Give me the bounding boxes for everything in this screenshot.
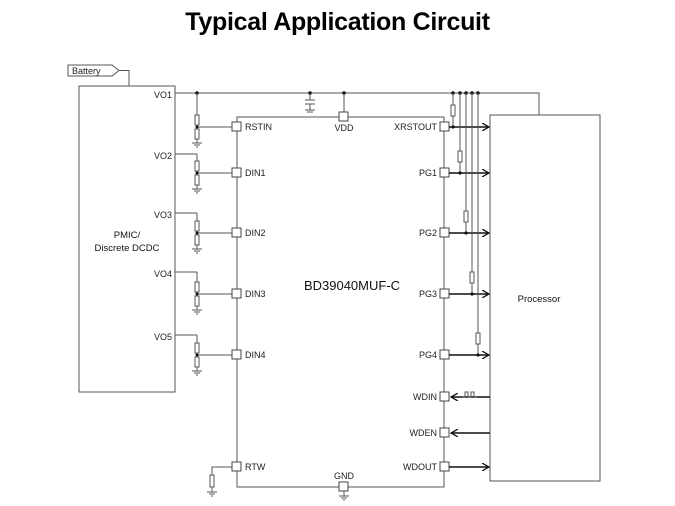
processor-label: Processor: [518, 294, 561, 305]
pin-label: RSTIN: [245, 122, 272, 132]
pmic-label-line1: PMIC/: [114, 230, 141, 241]
voltage-divider: [175, 271, 232, 315]
pin-label: XRSTOUT: [394, 122, 437, 132]
ic-block: BD39040MUF-C VDD GND: [236, 93, 445, 501]
pin-label: WDOUT: [403, 462, 437, 472]
vdd-capacitor: [305, 93, 315, 113]
pin-din2: DIN2: [175, 212, 266, 254]
pmic-block: PMIC/ Discrete DCDC VO1 VO2 VO3 VO4 VO5: [78, 85, 176, 393]
rtw-resistor: [207, 466, 232, 497]
voltage-divider: [192, 93, 232, 148]
pin-xrstout: XRSTOUT: [394, 93, 489, 132]
pin-label: PG2: [419, 228, 437, 238]
pin-pg1: PG1: [419, 93, 489, 178]
pmic-output-vo4: VO4: [154, 269, 172, 279]
pin-din3: DIN3: [175, 271, 266, 315]
pmic-output-vo2: VO2: [154, 151, 172, 161]
vo1-rail: [175, 91, 540, 115]
pin-rstin: RSTIN: [192, 93, 272, 148]
pin-vdd-label: VDD: [334, 123, 354, 133]
pullup-resistor: [457, 93, 463, 175]
voltage-divider: [175, 153, 232, 194]
pin-label: PG3: [419, 289, 437, 299]
pullup-resistor: [450, 93, 456, 129]
pin-din4: DIN4: [175, 334, 266, 376]
voltage-divider: [175, 334, 232, 376]
pin-din1: DIN1: [175, 153, 266, 194]
pin-wdout: WDOUT: [403, 461, 489, 472]
pin-label: PG1: [419, 168, 437, 178]
pin-label: WDIN: [413, 392, 437, 402]
pin-label: DIN4: [245, 350, 266, 360]
voltage-divider: [175, 212, 232, 254]
pmic-output-vo1: VO1: [154, 90, 172, 100]
pullup-resistor: [463, 93, 469, 235]
pin-wden: WDEN: [410, 427, 490, 438]
battery-label: Battery: [72, 66, 101, 76]
pin-label: DIN2: [245, 228, 266, 238]
page-title: Typical Application Circuit: [185, 8, 490, 36]
pmic-label-line2: Discrete DCDC: [95, 243, 160, 254]
pin-pg4: PG4: [419, 93, 489, 360]
ic-label: BD39040MUF-C: [304, 278, 400, 293]
pin-wdin: WDIN: [413, 391, 490, 402]
pin-label: PG4: [419, 350, 437, 360]
pin-vdd: [338, 111, 349, 122]
pin-pg2: PG2: [419, 93, 489, 238]
pin-pg3: PG3: [419, 93, 489, 299]
battery-label-tag: Battery: [67, 64, 130, 86]
pullup-resistor: [469, 93, 475, 296]
pin-label: DIN3: [245, 289, 266, 299]
pmic-output-vo3: VO3: [154, 210, 172, 220]
pin-gnd: [338, 481, 349, 492]
pmic-output-vo5: VO5: [154, 332, 172, 342]
pulse-icon: [462, 391, 477, 398]
pin-gnd-label: GND: [334, 471, 355, 481]
pin-label: RTW: [245, 462, 266, 472]
pin-label: WDEN: [410, 428, 438, 438]
processor-block: Processor: [489, 114, 601, 482]
pullup-resistor: [475, 93, 481, 357]
pin-label: DIN1: [245, 168, 266, 178]
pin-rtw: RTW: [231, 461, 266, 472]
